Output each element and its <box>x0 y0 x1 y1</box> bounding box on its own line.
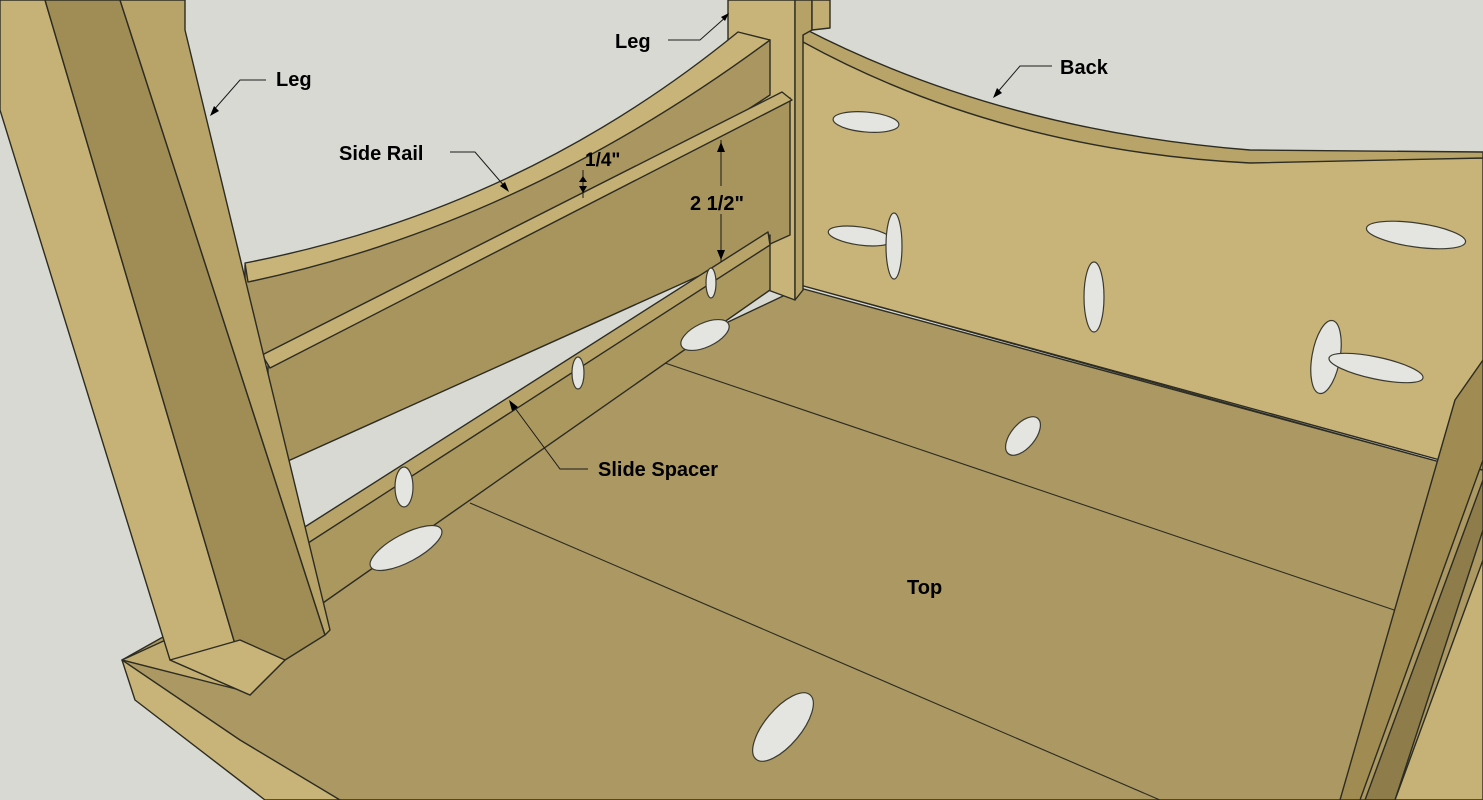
pocket-hole <box>571 356 585 390</box>
front-leg <box>0 0 331 696</box>
label-top-text: Top <box>907 577 942 599</box>
dimension-two-and-half-inch-label: 2 1/2" <box>690 193 744 215</box>
label-side-rail-text: Side Rail <box>339 143 423 165</box>
pocket-hole <box>394 466 414 508</box>
pocket-hole <box>705 267 717 299</box>
label-leg-top-text: Leg <box>615 31 651 53</box>
label-side-rail: Side Rail <box>339 143 509 192</box>
label-slide-spacer: Slide Spacer <box>509 400 718 481</box>
side-rail <box>244 31 771 369</box>
pocket-hole <box>885 212 903 280</box>
pocket-holes <box>369 111 1467 762</box>
slide-board <box>261 91 793 471</box>
label-back: Back <box>993 57 1109 98</box>
pocket-hole <box>1328 352 1424 384</box>
pocket-hole <box>832 111 900 133</box>
pocket-hole <box>752 692 814 762</box>
dimension-quarter-inch-label: 1/4" <box>585 150 620 171</box>
label-leg-left-text: Leg <box>276 69 312 91</box>
label-leg-left: Leg <box>210 69 312 116</box>
dimension-quarter-inch: 1/4" <box>579 150 620 198</box>
label-leg-top: Leg <box>615 13 729 53</box>
pocket-hole <box>680 318 730 352</box>
pocket-hole <box>1083 261 1105 333</box>
pocket-hole <box>1004 416 1042 456</box>
right-side-parts <box>1339 359 1483 800</box>
pocket-hole <box>1365 220 1467 250</box>
pocket-hole <box>369 524 443 572</box>
dimension-two-and-half-inch: 2 1/2" <box>690 140 744 262</box>
label-back-text: Back <box>1060 57 1109 79</box>
label-slide-spacer-text: Slide Spacer <box>598 459 718 481</box>
